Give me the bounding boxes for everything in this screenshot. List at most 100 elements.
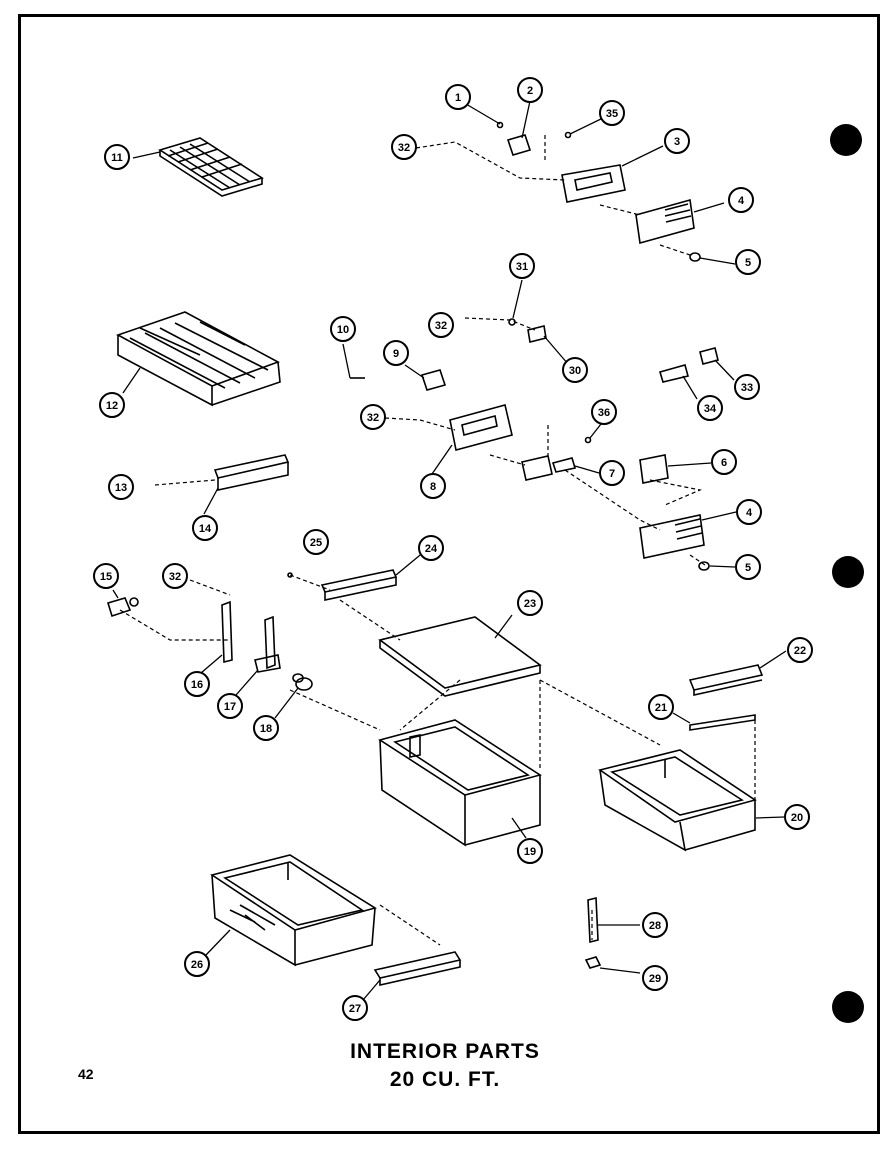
callout-label: 5 <box>745 257 751 269</box>
callout-label: 10 <box>337 324 349 336</box>
callout-label: 3 <box>674 136 680 148</box>
callout-label: 4 <box>746 507 753 519</box>
callout-label: 24 <box>425 543 438 555</box>
callout-circle <box>162 563 188 589</box>
callout-label: 5 <box>745 562 751 574</box>
callout-label: 25 <box>310 537 322 549</box>
callout-32: 32 <box>428 312 454 338</box>
callout-circle <box>728 187 754 213</box>
callout-circle <box>517 77 543 103</box>
callout-circle <box>787 637 813 663</box>
callout-36: 36 <box>591 399 617 425</box>
callout-32: 32 <box>391 134 417 160</box>
callout-20: 20 <box>784 804 810 830</box>
callout-circle <box>509 253 535 279</box>
callout-circle <box>217 693 243 719</box>
callout-circle <box>93 563 119 589</box>
rail-part-14 <box>213 454 290 491</box>
callout-17: 17 <box>217 693 243 719</box>
callout-31: 31 <box>509 253 535 279</box>
callout-label: 32 <box>435 320 447 332</box>
callout-1: 1 <box>445 84 471 110</box>
callout-label: 8 <box>430 481 436 493</box>
callout-12: 12 <box>99 392 125 418</box>
callout-label: 31 <box>516 261 528 273</box>
callout-circle <box>734 374 760 400</box>
callout-label: 34 <box>704 403 717 415</box>
callout-label: 4 <box>738 195 745 207</box>
callout-label: 32 <box>169 571 181 583</box>
callout-label: 27 <box>349 1003 361 1015</box>
shelf-cover-part-23 <box>378 616 542 697</box>
callout-circle <box>648 694 674 720</box>
callout-label: 28 <box>649 920 661 932</box>
page-border <box>18 14 880 1134</box>
callout-label: 6 <box>721 457 727 469</box>
callout-label: 12 <box>106 400 118 412</box>
callout-label: 22 <box>794 645 806 657</box>
callout-2: 2 <box>517 77 543 103</box>
callout-19: 19 <box>517 838 543 864</box>
knob-part-18 <box>292 673 313 691</box>
callout-5: 5 <box>735 249 761 275</box>
drawer-part-26 <box>210 854 377 967</box>
callout-label: 13 <box>115 482 127 494</box>
callout-4: 4 <box>728 187 754 213</box>
callout-4: 4 <box>736 499 762 525</box>
callout-circle <box>420 473 446 499</box>
callout-circle <box>428 312 454 338</box>
post-part-28-29 <box>584 896 602 969</box>
callout-13: 13 <box>108 474 134 500</box>
callout-34: 34 <box>697 395 723 421</box>
callout-circle <box>445 84 471 110</box>
callout-circle <box>108 474 134 500</box>
callout-16: 16 <box>184 671 210 697</box>
callout-circle <box>342 995 368 1021</box>
ice-tray-part-11 <box>158 137 264 197</box>
callout-circle <box>735 249 761 275</box>
callout-14: 14 <box>192 515 218 541</box>
diagram-title: INTERIOR PARTS 20 CU. FT. <box>300 1038 590 1094</box>
callout-circle <box>418 535 444 561</box>
title-line-2: 20 CU. FT. <box>389 1068 501 1091</box>
callout-18: 18 <box>253 715 279 741</box>
callout-6: 6 <box>711 449 737 475</box>
callout-label: 14 <box>199 523 212 535</box>
callout-label: 32 <box>398 142 410 154</box>
bracket-part-15 <box>106 597 139 618</box>
callout-circle <box>591 399 617 425</box>
callout-circle <box>562 357 588 383</box>
callout-circle <box>391 134 417 160</box>
callout-circle <box>711 449 737 475</box>
rail-part-21-22 <box>688 664 764 731</box>
callout-7: 7 <box>599 460 625 486</box>
callout-35: 35 <box>599 100 625 126</box>
callout-29: 29 <box>642 965 668 991</box>
callout-label: 33 <box>741 382 753 394</box>
callout-label: 2 <box>527 85 533 97</box>
page-number: 42 <box>78 1066 94 1082</box>
callout-circle <box>735 554 761 580</box>
callout-label: 36 <box>598 407 610 419</box>
title-line-1: INTERIOR PARTS <box>350 1040 540 1063</box>
rail-part-27 <box>373 951 462 986</box>
callout-label: 29 <box>649 973 661 985</box>
callout-15: 15 <box>93 563 119 589</box>
support-part-16-17 <box>221 600 281 673</box>
callout-circle <box>330 316 356 342</box>
callout-label: 18 <box>260 723 272 735</box>
callout-circle <box>99 392 125 418</box>
callout-circle <box>736 499 762 525</box>
callout-21: 21 <box>648 694 674 720</box>
control-assembly-top <box>496 121 701 262</box>
callout-label: 17 <box>224 701 236 713</box>
callout-circle <box>253 715 279 741</box>
callout-11: 11 <box>104 144 130 170</box>
callout-circle <box>697 395 723 421</box>
callout-23: 23 <box>517 590 543 616</box>
callout-label: 16 <box>191 679 203 691</box>
callout-circle <box>192 515 218 541</box>
callout-9: 9 <box>383 340 409 366</box>
